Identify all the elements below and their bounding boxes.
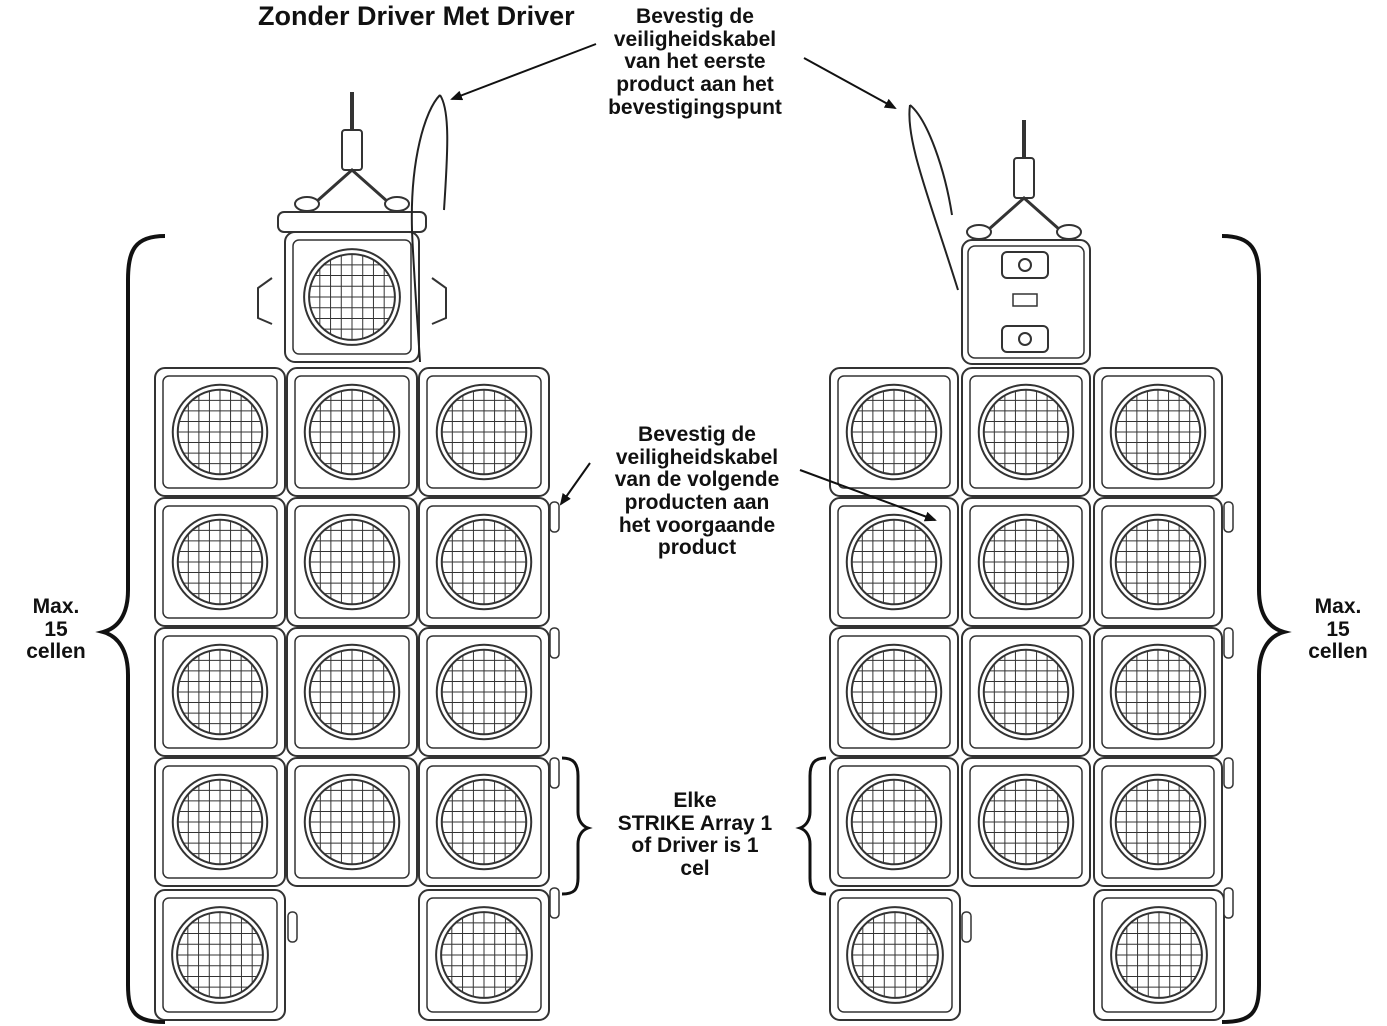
callout-middle-line: Bevestig de [638,423,756,446]
cable-clamp [1223,887,1234,919]
array-cell [961,757,1091,887]
array-cell [829,627,959,757]
callout-middle-line: het voorgaande [618,513,776,537]
left-max-brace [95,234,166,1024]
arrow-middle-left [559,462,591,506]
callout-top-line: Bevestig de [636,5,754,28]
callout-top-line: bevestigingspunt [608,95,782,119]
cable-clamp [1223,501,1234,533]
callout-middle-line: producten aan [624,491,770,515]
title-left: Zonder Driver [258,1,436,31]
right-max-label-line: Max. [1314,595,1362,618]
array-cell [961,627,1091,757]
array-cell [829,497,959,627]
callout-top-line: veiligheidskabel [613,27,777,51]
left-max-label-line: 15 [44,617,68,641]
left-max-label-line: cellen [26,640,86,664]
side-handle [257,277,273,325]
left-safety-cable-loop [439,94,449,211]
callout-bottom-line: of Driver is 1 [631,834,759,858]
arrow-top-right [803,57,897,109]
array-cell [284,231,420,363]
array-cell [961,497,1091,627]
array-cell [286,497,418,627]
callout-top-line: van het eerste [624,50,766,74]
array-cell [154,889,286,1021]
right-safety-cable-loop [909,104,953,216]
cable-clamp [549,501,560,533]
cable-clamp [549,887,560,919]
callout-bottom-line: Elke [673,789,717,812]
arrow-middle-right [799,469,937,522]
callout-bottom: Elke STRIKE Array 1 of Driver is 1 cel [588,789,802,881]
array-cell [154,367,286,497]
array-cell [829,757,959,887]
mounting-clamp [966,120,1082,240]
array-cell [154,757,286,887]
callout-top: Bevestig de veiligheidskabel van het eer… [575,5,815,119]
title-right: Met Driver [442,1,575,31]
array-cell [1093,367,1223,497]
left-max-label: Max. 15 cellen [8,595,104,664]
array-cell [418,367,550,497]
brand-logo-icon [1012,293,1038,307]
title-row: Zonder Driver Met Driver [258,1,575,31]
left-array-assembly [154,92,560,1021]
right-max-brace [1221,234,1292,1024]
array-cell [154,497,286,627]
right-max-label-line: cellen [1308,640,1368,664]
right-max-label-line: 15 [1326,617,1350,641]
left-max-label-line: Max. [32,595,80,618]
left-safety-cable [410,94,441,363]
array-cell [418,497,550,627]
array-cell [286,627,418,757]
callout-top-line: product aan het [616,73,774,97]
driver-connector [1001,325,1049,353]
array-cell [1093,757,1223,887]
mounting-clamp [294,92,410,212]
array-cell [418,757,550,887]
array-cell [154,627,286,757]
top-yoke [277,211,427,233]
cable-clamp [1223,627,1234,659]
array-cell [829,889,961,1021]
callout-middle-line: van de volgende [614,468,780,492]
array-cell [286,757,418,887]
cable-clamp [549,627,560,659]
driver-unit [961,239,1091,365]
cable-clamp [287,911,298,943]
callout-middle: Bevestig de veiligheidskabel van de volg… [572,423,822,560]
left-cell-brace [561,756,593,896]
callout-bottom-line: STRIKE Array 1 [617,811,773,835]
side-handle [431,277,447,325]
array-cell [1093,497,1223,627]
right-cell-brace [795,756,827,896]
cable-clamp [549,757,560,789]
array-cell [829,367,959,497]
cable-clamp [961,911,972,943]
cable-clamp [1223,757,1234,789]
callout-middle-line: veiligheidskabel [615,445,779,469]
callout-middle-line: product [657,536,737,560]
callout-bottom-line: cel [680,857,710,881]
driver-connector [1001,251,1049,279]
array-cell [961,367,1091,497]
right-max-label: Max. 15 cellen [1290,595,1386,664]
right-safety-cable [908,104,959,291]
array-cell [418,627,550,757]
array-cell [286,367,418,497]
arrow-top-left [450,43,597,101]
array-cell [1093,627,1223,757]
array-cell [1093,889,1225,1021]
array-cell [418,889,550,1021]
right-array-assembly [829,120,1234,1021]
